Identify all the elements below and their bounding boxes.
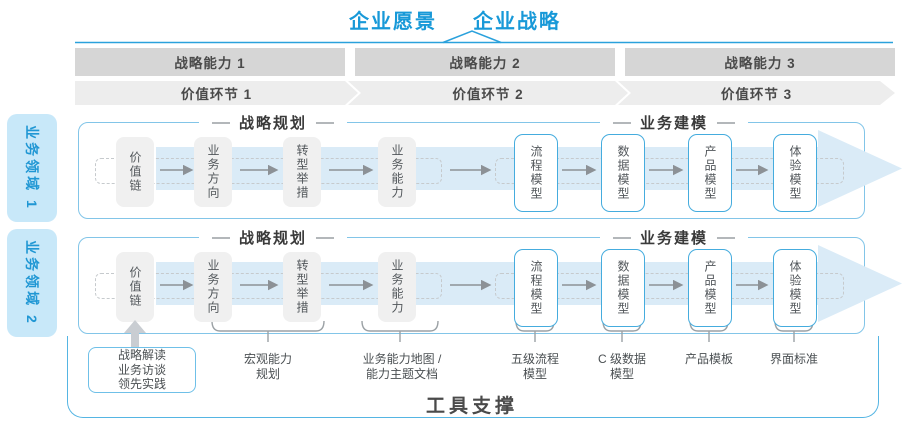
box-transformation-initiatives: 转型举措 (283, 137, 321, 207)
box-business-direction: 业务方向 (194, 252, 232, 322)
domain-label-1: 业务领域 1 (7, 114, 57, 222)
planning-section-title: 战略规划 (198, 112, 348, 133)
value-link-1: 价值环节 1 (75, 81, 358, 105)
modeling-section-title: 业务建模 (599, 227, 749, 248)
box-experience-model: 体验模型 (773, 249, 817, 327)
capability-bar-3: 战略能力 3 (625, 48, 895, 76)
page-title: 企业愿景 企业战略 (0, 5, 910, 34)
tool-support-title: 工具支撑 (425, 396, 519, 417)
title-dash-icon (612, 236, 631, 239)
strategy-inputs-box: 战略解读 业务访谈 领先实践 (88, 347, 196, 393)
title-dash-icon (211, 236, 230, 239)
tool-label-process-model: 五级流程 模型 (510, 352, 560, 381)
capability-bar-1: 战略能力 1 (75, 48, 345, 76)
box-value-chain: 价值链 (116, 252, 154, 322)
domain-label-2: 业务领域 2 (7, 229, 57, 337)
dashed-track (95, 273, 442, 299)
box-business-capability: 业务能力 (378, 252, 416, 322)
up-arrow-icon (124, 320, 146, 347)
modeling-section-title: 业务建模 (599, 112, 749, 133)
modeling-title-text: 业务建模 (639, 115, 709, 132)
title-dash-icon (717, 121, 736, 124)
brace-icons (211, 320, 814, 342)
tool-label-capability-map: 业务能力地图 / 能力主题文档 (362, 352, 442, 381)
title-dash-icon (211, 121, 230, 124)
box-product-model: 产品模型 (688, 134, 732, 212)
box-business-capability: 业务能力 (378, 137, 416, 207)
title-dash-icon (316, 121, 335, 124)
modeling-title-text: 业务建模 (639, 230, 709, 247)
box-data-model: 数据模型 (601, 134, 645, 212)
value-link-2: 价值环节 2 (348, 81, 628, 105)
planning-title-text: 战略规划 (238, 230, 308, 247)
box-transformation-initiatives: 转型举措 (283, 252, 321, 322)
box-process-model: 流程模型 (514, 134, 558, 212)
box-experience-model: 体验模型 (773, 134, 817, 212)
dashed-track (495, 158, 844, 184)
title-dash-icon (612, 121, 631, 124)
vision-title: 企业愿景 (349, 11, 437, 33)
strategy-title: 企业战略 (473, 11, 561, 33)
tool-label-ui-standard: 界面标准 (769, 352, 819, 366)
box-process-model: 流程模型 (514, 249, 558, 327)
peak-icon (442, 30, 502, 44)
title-dash-icon (316, 236, 335, 239)
vision-baseline (75, 30, 893, 44)
lane-row-1: 战略规划 业务建模 (78, 112, 865, 219)
lane-row-2: 战略规划 业务建模 (78, 227, 865, 334)
dashed-track (495, 273, 844, 299)
box-value-chain: 价值链 (116, 137, 154, 207)
planning-section-title: 战略规划 (198, 227, 348, 248)
tool-support-container (67, 336, 879, 418)
title-dash-icon (717, 236, 736, 239)
dashed-track (95, 158, 442, 184)
planning-title-text: 战略规划 (238, 115, 308, 132)
tool-label-macro-capability: 宏观能力 规划 (243, 352, 293, 381)
value-link-3: 价值环节 3 (618, 81, 895, 105)
tool-label-data-model: C 级数据 模型 (597, 352, 647, 381)
box-data-model: 数据模型 (601, 249, 645, 327)
capability-bar-2: 战略能力 2 (355, 48, 615, 76)
box-business-direction: 业务方向 (194, 137, 232, 207)
box-product-model: 产品模型 (688, 249, 732, 327)
tool-label-product-template: 产品模板 (684, 352, 734, 366)
